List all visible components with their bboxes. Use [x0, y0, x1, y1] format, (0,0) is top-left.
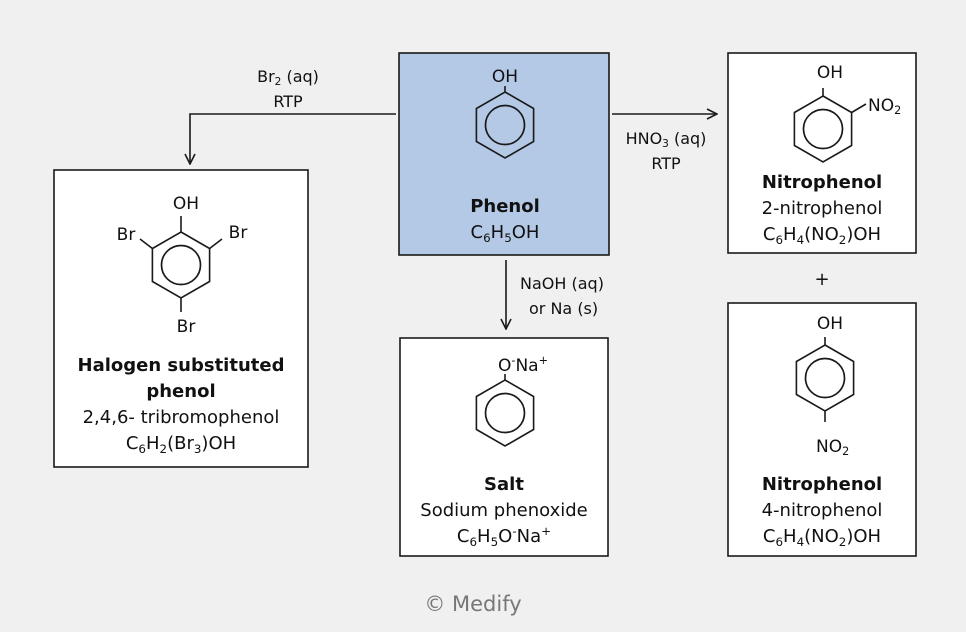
phenol-structure: OH [475, 67, 535, 159]
hydroxyl-label: OH [817, 63, 843, 83]
2-nitrophenol-structure: OH NO2 [793, 63, 901, 163]
hydroxyl-label: OH [492, 67, 518, 87]
tribromophenol-formula: C6H2(Br3)OH [126, 433, 236, 456]
bromo-right-label: Br [229, 223, 248, 243]
4-nitrophenol-formula: C6H4(NO2)OH [763, 526, 881, 549]
medify-watermark: © Medify [424, 592, 521, 616]
bromo-left-label: Br [117, 225, 136, 245]
4-nitrophenol-box: OH NO2 Nitrophenol 4-nitrophenol C6H4(NO… [727, 302, 917, 557]
nitro-group-label: NO2 [868, 96, 901, 117]
bromination-reagent: Br2 (aq) [257, 67, 319, 88]
tribromophenol-box: OH Br Br Br Halogen substituted phenol 2… [53, 169, 309, 468]
2-nitrophenol-title: Nitrophenol [762, 172, 882, 193]
phenol-formula: C6H5OH [471, 222, 540, 245]
salt-reagent: NaOH (aq) [520, 274, 604, 293]
2-nitrophenol-formula: C6H4(NO2)OH [763, 224, 881, 247]
plus-sign: + [814, 269, 829, 290]
2-nitrophenol-name: 2-nitrophenol [762, 198, 883, 219]
nitration-reagent: HNO3 (aq) [626, 129, 707, 150]
hydroxyl-label: OH [817, 314, 843, 334]
2-nitrophenol-box: OH NO2 Nitrophenol 2-nitrophenol C6H4(NO… [727, 52, 917, 254]
bromination-conditions: RTP [273, 92, 303, 111]
hydroxyl-label: OH [173, 194, 199, 214]
4-nitrophenol-structure: OH NO2 [795, 314, 855, 458]
salt-reagent-alternative: or Na (s) [529, 299, 598, 318]
phenol-box: OH Phenol C6H5OH [398, 52, 610, 256]
nitro-group-label: NO2 [816, 437, 849, 458]
salt-formula: C6H5O-Na+ [457, 524, 551, 549]
sodium-phenoxide-structure: O-Na+ [475, 354, 548, 447]
sodium-phenoxide-box: O-Na+ Salt Sodium phenoxide C6H5O-Na+ [399, 337, 609, 557]
tribromophenol-title-line2: phenol [146, 381, 215, 402]
4-nitrophenol-name: 4-nitrophenol [762, 500, 883, 521]
tribromophenol-name: 2,4,6- tribromophenol [83, 407, 280, 428]
salt-name: Sodium phenoxide [420, 500, 587, 521]
bromo-bottom-label: Br [177, 317, 196, 337]
nitration-conditions: RTP [651, 154, 681, 173]
phenol-title: Phenol [470, 196, 540, 217]
salt-title: Salt [484, 474, 524, 495]
bromination-arrow [190, 113, 396, 164]
phenoxide-label: O-Na+ [498, 354, 548, 376]
tribromophenol-structure: OH Br Br Br [117, 194, 248, 337]
4-nitrophenol-title: Nitrophenol [762, 474, 882, 495]
tribromophenol-title-line1: Halogen substituted [78, 355, 285, 376]
